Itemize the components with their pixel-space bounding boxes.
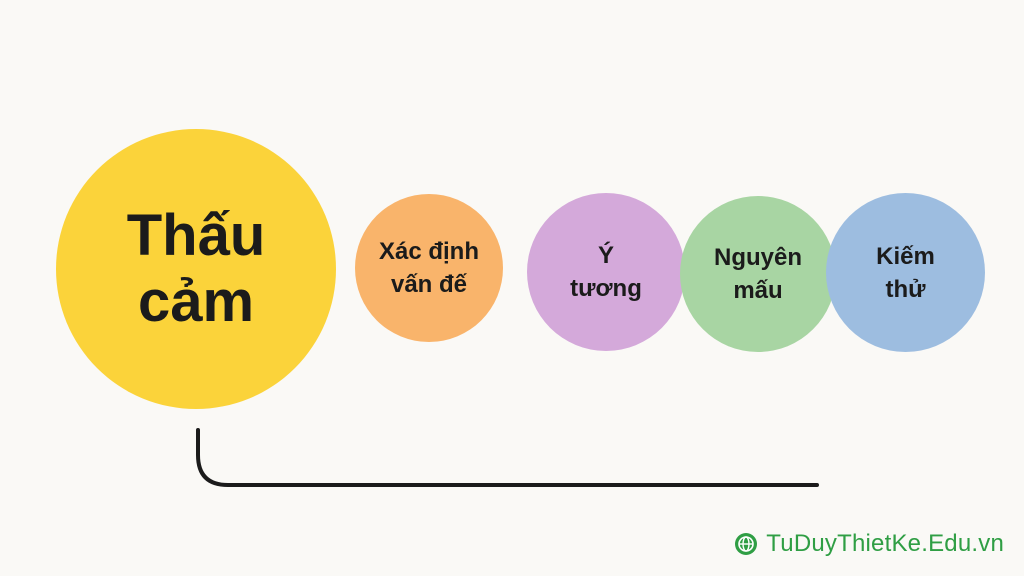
- stage-prototype-label: Nguyên mấu: [713, 244, 802, 304]
- stage-test-label: Kiếm thử: [876, 242, 935, 303]
- stage-test-circle: Kiếm thử: [826, 193, 985, 352]
- stage-prototype-circle: Nguyên mấu: [680, 196, 836, 352]
- stage-define-label: Xác định vấn đế: [378, 238, 480, 298]
- stage-empathize-circle: Thấu cảm: [56, 129, 336, 409]
- globe-icon: [735, 533, 758, 555]
- stage-ideate-circle: Ý tương: [527, 193, 685, 351]
- stage-empathize-label: Thấu cảm: [126, 203, 266, 334]
- brand-watermark: TuDuyThietKe.Edu.vn: [734, 526, 1004, 562]
- stage-ideate-label: Ý tương: [570, 242, 642, 302]
- stage-define-circle: Xác định vấn đế: [355, 194, 503, 342]
- brand-text: TuDuyThietKe.Edu.vn: [766, 530, 1004, 557]
